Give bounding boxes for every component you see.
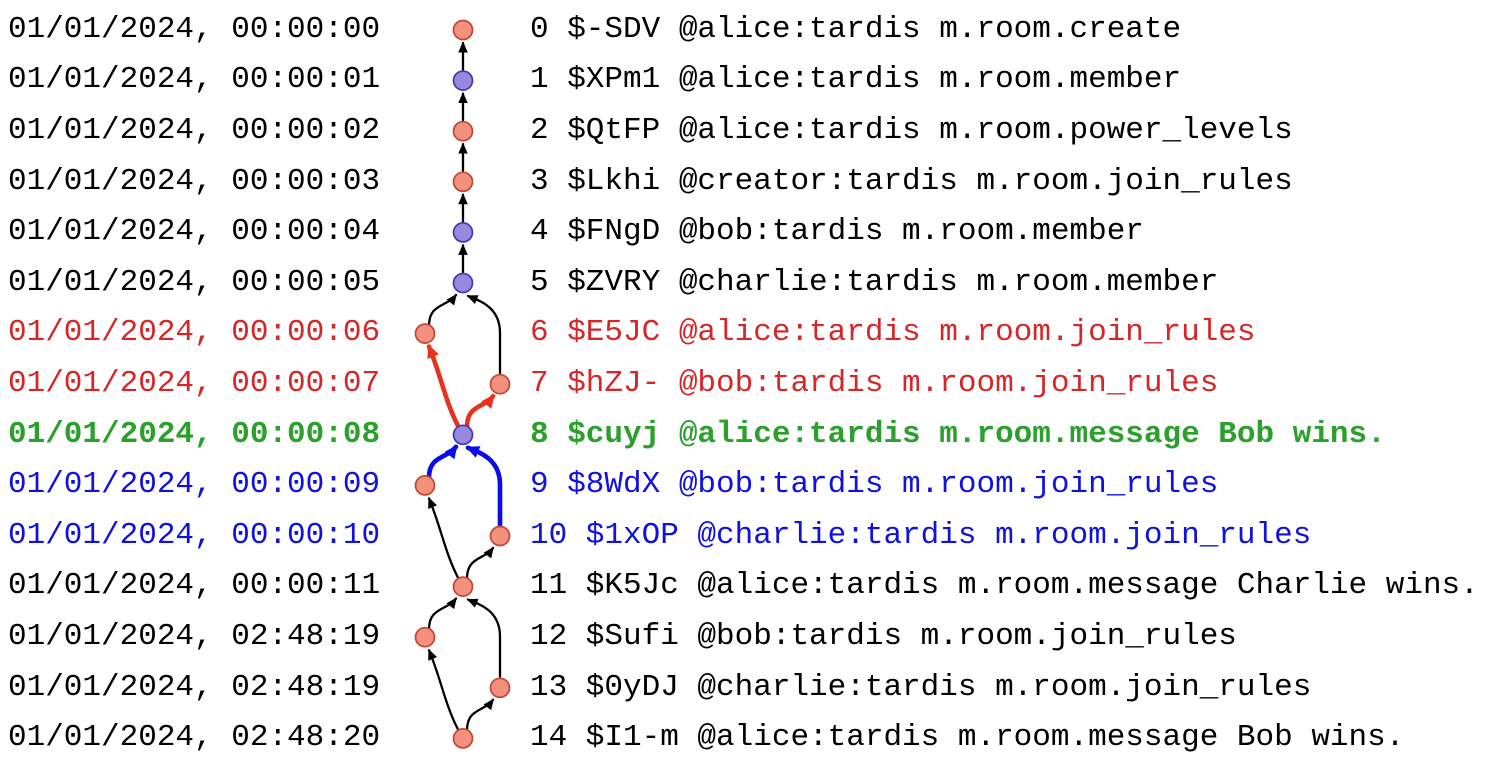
timestamp-label: 01/01/2024, 00:00:02 — [8, 112, 381, 148]
dag-edge — [427, 648, 460, 731]
event-label: 11 $K5Jc @alice:tardis m.room.message Ch… — [530, 568, 1479, 604]
dag-edge — [426, 444, 459, 480]
event-row: 01/01/2024, 00:00:06 6 $E5JC @alice:tardi… — [0, 308, 1512, 359]
event-node — [452, 272, 474, 294]
event-label: 7 $hZJ- @bob:tardis m.room.join_rules — [530, 365, 1219, 401]
event-node — [452, 19, 474, 41]
timestamp-label: 01/01/2024, 02:48:19 — [8, 669, 381, 705]
timestamp-label: 01/01/2024, 02:48:20 — [8, 720, 381, 756]
event-node — [414, 323, 436, 344]
event-row: 01/01/2024, 00:00:10 10 $1xOP @charlie:ta… — [0, 511, 1512, 562]
event-label: 10 $1xOP @charlie:tardis m.room.join_rul… — [530, 517, 1312, 553]
event-row: 01/01/2024, 00:00:03 3 $Lkhi @creator:tar… — [0, 157, 1512, 208]
event-node — [452, 120, 474, 142]
event-label: 13 $0yDJ @charlie:tardis m.room.join_rul… — [530, 669, 1312, 705]
timestamp-label: 01/01/2024, 00:00:05 — [8, 264, 381, 300]
timestamp-label: 01/01/2024, 00:00:08 — [8, 416, 381, 452]
dag-edges-layer — [426, 41, 503, 732]
event-row: 01/01/2024, 00:00:02 2 $QtFP @alice:tardi… — [0, 106, 1512, 157]
event-row: 01/01/2024, 00:00:09 9 $8WdX @bob:tardis … — [0, 460, 1512, 511]
event-node — [452, 728, 474, 749]
event-node — [452, 576, 474, 597]
event-label: 14 $I1-m @alice:tardis m.room.message Bo… — [530, 720, 1405, 756]
event-label: 9 $8WdX @bob:tardis m.room.join_rules — [530, 467, 1219, 503]
timestamp-label: 01/01/2024, 00:00:01 — [8, 62, 381, 98]
event-node — [452, 222, 474, 243]
dag-edge — [464, 393, 496, 430]
event-label: 3 $Lkhi @creator:tardis m.room.join_rule… — [530, 163, 1293, 199]
event-row: 01/01/2024, 00:00:04 4 $FNgD @bob:tardis … — [0, 207, 1512, 258]
event-label: 1 $XPm1 @alice:tardis m.room.member — [530, 62, 1182, 98]
timestamp-label: 01/01/2024, 00:00:09 — [8, 467, 381, 503]
event-row: 01/01/2024, 00:00:11 11 $K5Jc @alice:tard… — [0, 561, 1512, 612]
event-label: 6 $E5JC @alice:tardis m.room.join_rules — [530, 315, 1256, 351]
event-node — [414, 475, 436, 496]
event-label: 5 $ZVRY @charlie:tardis m.room.member — [530, 264, 1219, 300]
event-node — [489, 525, 511, 547]
event-node — [414, 626, 436, 648]
event-node — [452, 171, 474, 193]
event-node — [489, 373, 511, 395]
dag-edge — [465, 445, 503, 528]
dag-edge — [427, 497, 460, 579]
timestamp-label: 01/01/2024, 00:00:11 — [8, 568, 381, 604]
dag-edge — [466, 598, 502, 678]
event-row: 01/01/2024, 00:00:08 8 $cuyj @alice:tardi… — [0, 410, 1512, 461]
timestamp-label: 01/01/2024, 00:00:10 — [8, 517, 381, 553]
event-row: 01/01/2024, 02:48:19 12 $Sufi @bob:tardis… — [0, 612, 1512, 663]
event-row: 01/01/2024, 00:00:05 5 $ZVRY @charlie:tar… — [0, 258, 1512, 309]
timestamp-label: 01/01/2024, 00:00:00 — [8, 11, 381, 47]
dag-edge — [426, 344, 461, 429]
dag-edge — [427, 597, 458, 631]
timestamp-label: 01/01/2024, 00:00:04 — [8, 214, 381, 250]
event-label: 12 $Sufi @bob:tardis m.room.join_rules — [530, 618, 1237, 654]
event-label: 2 $QtFP @alice:tardis m.room.power_level… — [530, 112, 1293, 148]
dag-edge — [465, 698, 495, 732]
event-label: 4 $FNgD @bob:tardis m.room.member — [530, 214, 1144, 250]
event-row: 01/01/2024, 00:00:01 1 $XPm1 @alice:tardi… — [0, 55, 1512, 106]
event-label: 0 $-SDV @alice:tardis m.room.create — [530, 11, 1182, 47]
timestamp-label: 01/01/2024, 02:48:19 — [8, 618, 381, 654]
event-row: 01/01/2024, 00:00:00 0 $-SDV @alice:tardi… — [0, 5, 1512, 56]
timestamp-label: 01/01/2024, 00:00:06 — [8, 315, 381, 351]
event-label: 8 $cuyj @alice:tardis m.room.message Bob… — [530, 416, 1386, 452]
event-row: 01/01/2024, 02:48:19 13 $0yDJ @charlie:ta… — [0, 663, 1512, 714]
event-row: 01/01/2024, 02:48:20 14 $I1-m @alice:tard… — [0, 713, 1512, 764]
timestamp-label: 01/01/2024, 00:00:03 — [8, 163, 381, 199]
dag-edge — [427, 293, 458, 327]
event-node — [452, 424, 474, 446]
event-node — [489, 677, 511, 699]
event-row: 01/01/2024, 00:00:07 7 $hZJ- @bob:tardis … — [0, 359, 1512, 410]
timestamp-label: 01/01/2024, 00:00:07 — [8, 365, 381, 401]
event-node — [452, 70, 474, 91]
dag-edge — [466, 294, 502, 375]
dag-nodes-layer — [414, 19, 511, 749]
dag-edge — [465, 546, 495, 580]
